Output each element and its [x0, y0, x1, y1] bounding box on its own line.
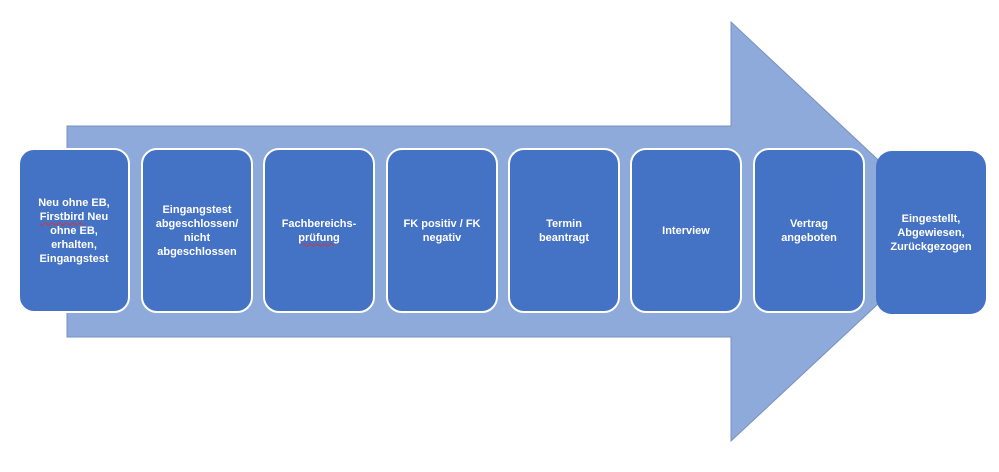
step-eingangstest: Eingangstest abgeschlossen/ nicht abgesc… — [141, 148, 253, 313]
step-label: FK positiv / FK negativ — [403, 217, 481, 244]
spellcheck-flag: prüfung — [298, 231, 340, 244]
step-label: Eingangstest abgeschlossen/ nicht abgesc… — [155, 203, 239, 258]
step-label: Vertrag angeboten — [781, 217, 837, 244]
step-fachbereichspruefung: Fachbereichs- prüfung — [263, 148, 375, 313]
step-label: Termin beantragt — [538, 217, 590, 244]
step-termin-beantragt: Termin beantragt — [508, 148, 620, 313]
spellcheck-flag: Firstbird — [39, 210, 85, 223]
step-label: Neu ohne EB, Firstbird Neu ohne EB, erha… — [38, 196, 110, 265]
step-fk-positiv-negativ: FK positiv / FK negativ — [386, 148, 498, 313]
step-vertrag-angeboten: Vertrag angeboten — [753, 148, 865, 313]
step-label: Eingestellt, Abgewiesen, Zurückgezogen — [890, 212, 972, 253]
step-eingestellt: Eingestellt, Abgewiesen, Zurückgezogen — [876, 151, 986, 314]
step-label: Interview — [662, 224, 710, 237]
step-interview: Interview — [630, 148, 742, 313]
step-neu-ohne-eb: Neu ohne EB, Firstbird Neu ohne EB, erha… — [18, 148, 130, 313]
step-label: Fachbereichs- prüfung — [281, 217, 357, 244]
